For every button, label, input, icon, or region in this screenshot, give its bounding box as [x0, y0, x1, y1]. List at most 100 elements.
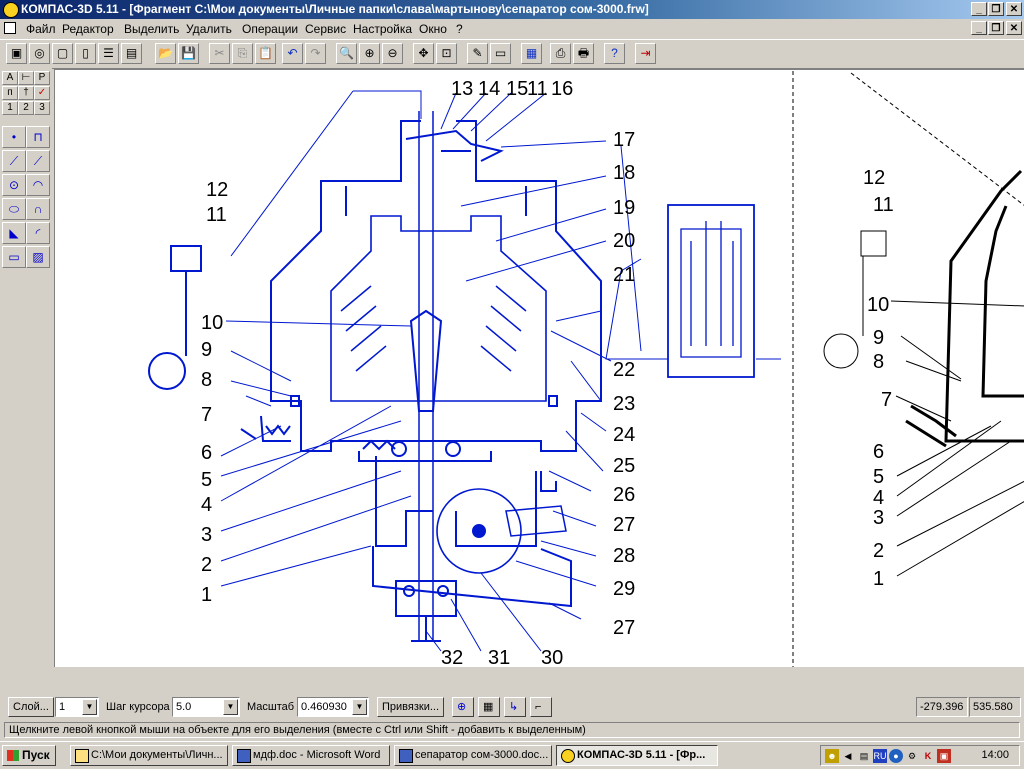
ortho-icon[interactable]: ⌐ — [530, 697, 552, 717]
redo-icon[interactable]: ↷ — [305, 43, 326, 64]
doc-minimize-button[interactable]: _ — [971, 21, 987, 35]
help-pointer-icon[interactable]: ? — [604, 43, 625, 64]
coord-y: 535.580 — [969, 697, 1021, 717]
callout-8: 8 — [201, 369, 212, 391]
drawing-canvas[interactable]: 1 2 3 4 5 6 7 8 9 10 11 12 13 14 15 11 1… — [54, 69, 1024, 667]
menu-help[interactable]: ? — [456, 22, 463, 36]
new-text-icon[interactable]: ▯ — [75, 43, 96, 64]
pencil-icon[interactable]: ✎ — [467, 43, 488, 64]
open-icon[interactable]: 📂 — [155, 43, 176, 64]
ellipse-icon[interactable]: ⬭ — [2, 198, 26, 220]
new-model-icon[interactable]: ▤ — [121, 43, 142, 64]
pan-icon[interactable]: ✥ — [413, 43, 434, 64]
volume-icon[interactable]: ◀ — [844, 751, 852, 761]
minimize-button[interactable]: _ — [971, 2, 987, 16]
local-cs-icon[interactable]: ↳ — [504, 697, 526, 717]
hatch-icon[interactable]: ▨ — [26, 246, 50, 268]
grid-icon[interactable]: ▦ — [478, 697, 500, 717]
aux-line-icon[interactable]: ⊓ — [26, 126, 50, 148]
panel-dimension-icon[interactable]: ⊢ — [18, 71, 34, 85]
start-button[interactable]: Пуск — [2, 745, 56, 766]
zoom-icon[interactable]: 🔍 — [336, 43, 357, 64]
right-callout-1: 1 — [873, 568, 884, 590]
network-icon[interactable]: ▤ — [859, 751, 869, 761]
cut-icon[interactable]: ✂ — [209, 43, 230, 64]
spline-icon[interactable]: ∩ — [26, 198, 50, 220]
snap-settings-icon[interactable]: ⊕ — [452, 697, 474, 717]
print-icon[interactable]: 🖶 — [573, 43, 594, 64]
new-sheet-icon[interactable]: ▣ — [6, 43, 27, 64]
layer-dropdown-icon[interactable]: ▼ — [82, 699, 97, 715]
callout-27: 27 — [613, 514, 635, 536]
panel-2-icon[interactable]: 2 — [18, 101, 34, 115]
document-icon[interactable] — [4, 22, 16, 34]
new-document-icon[interactable]: ▢ — [52, 43, 73, 64]
right-callout-2: 2 — [873, 540, 884, 562]
preview-icon[interactable]: ⎙ — [550, 43, 571, 64]
antivirus-icon[interactable]: K — [924, 751, 932, 761]
zoom-out-icon[interactable]: ⊖ — [382, 43, 403, 64]
task-kompas-label: КОМПАС-3D 5.11 - [Фр... — [577, 749, 706, 761]
new-fragment-icon[interactable]: ◎ — [29, 43, 50, 64]
scale-dropdown-icon[interactable]: ▼ — [352, 699, 367, 715]
taskbar: Пуск С:\Мои документы\Личн... мдф.doc - … — [0, 741, 1024, 769]
kompas-app-icon[interactable] — [3, 2, 19, 18]
menu-service[interactable]: Сервис — [305, 22, 347, 36]
globe-icon[interactable]: ● — [889, 749, 903, 763]
circle-icon[interactable]: ⊙ — [2, 174, 26, 196]
menu-settings[interactable]: Настройка — [353, 22, 413, 36]
zoom-in-icon[interactable]: ⊕ — [359, 43, 380, 64]
task-word-2[interactable]: сепаратор сом-3000.doc... — [394, 745, 552, 766]
panel-geometry-icon[interactable]: A — [2, 71, 18, 85]
tray-app-icon[interactable]: ☻ — [825, 749, 839, 763]
cursor-step-dropdown-icon[interactable]: ▼ — [223, 699, 238, 715]
polyline-icon[interactable]: ⟋ — [26, 150, 50, 172]
panel-measure-icon[interactable]: † — [18, 86, 34, 100]
panel-1-icon[interactable]: 1 — [2, 101, 18, 115]
tray-tool-icon[interactable]: ▣ — [937, 749, 951, 763]
task-word-1[interactable]: мдф.doc - Microsoft Word — [232, 745, 390, 766]
callout-21: 21 — [613, 264, 635, 286]
panel-select-icon[interactable]: ✓ — [34, 86, 50, 100]
restore-button[interactable]: ❐ — [988, 2, 1004, 16]
menu-file[interactable]: Файл — [26, 22, 56, 36]
window-icon[interactable]: ▭ — [490, 43, 511, 64]
new-spec-icon[interactable]: ☰ — [98, 43, 119, 64]
menu-delete[interactable]: Удалить — [186, 22, 232, 36]
task-kompas[interactable]: КОМПАС-3D 5.11 - [Фр... — [556, 745, 718, 766]
language-indicator[interactable]: RU — [873, 749, 887, 763]
menu-window[interactable]: Окно — [419, 22, 447, 36]
copy-icon[interactable]: ⎘ — [232, 43, 253, 64]
callout-30: 30 — [541, 647, 563, 667]
menu-editor[interactable]: Редактор — [62, 22, 114, 36]
panel-3-icon[interactable]: 3 — [34, 101, 50, 115]
chamfer-icon[interactable]: ◣ — [2, 222, 26, 244]
calculator-icon[interactable]: ▦ — [521, 43, 542, 64]
layer-button[interactable]: Слой... — [8, 697, 54, 717]
close-button[interactable]: ✕ — [1006, 2, 1022, 16]
snap-button[interactable]: Привязки... — [377, 697, 445, 717]
exit-icon[interactable]: ⇥ — [635, 43, 656, 64]
rectangle-icon[interactable]: ▭ — [2, 246, 26, 268]
save-icon[interactable]: 💾 — [178, 43, 199, 64]
point-icon[interactable]: • — [2, 126, 26, 148]
task-explorer[interactable]: С:\Мои документы\Личн... — [70, 745, 228, 766]
menu-operations[interactable]: Операции — [242, 22, 299, 36]
menu-select[interactable]: Выделить — [124, 22, 180, 36]
paste-icon[interactable]: 📋 — [255, 43, 276, 64]
windows-flag-icon — [7, 750, 19, 761]
callout-1: 1 — [201, 584, 212, 606]
undo-icon[interactable]: ↶ — [282, 43, 303, 64]
folder-icon — [75, 749, 89, 763]
doc-restore-button[interactable]: ❐ — [988, 21, 1004, 35]
right-callout-7: 7 — [881, 389, 892, 411]
panel-param-icon[interactable]: P — [34, 71, 50, 85]
fillet-icon[interactable]: ◜ — [26, 222, 50, 244]
scale-select[interactable]: 0.460930 — [297, 697, 369, 717]
tray-settings-icon[interactable]: ⚙ — [907, 751, 917, 761]
doc-close-button[interactable]: ✕ — [1006, 21, 1022, 35]
segment-icon[interactable]: ⟋ — [2, 150, 26, 172]
show-all-icon[interactable]: ⊡ — [436, 43, 457, 64]
arc-icon[interactable]: ◠ — [26, 174, 50, 196]
panel-edit-icon[interactable]: п — [2, 86, 18, 100]
